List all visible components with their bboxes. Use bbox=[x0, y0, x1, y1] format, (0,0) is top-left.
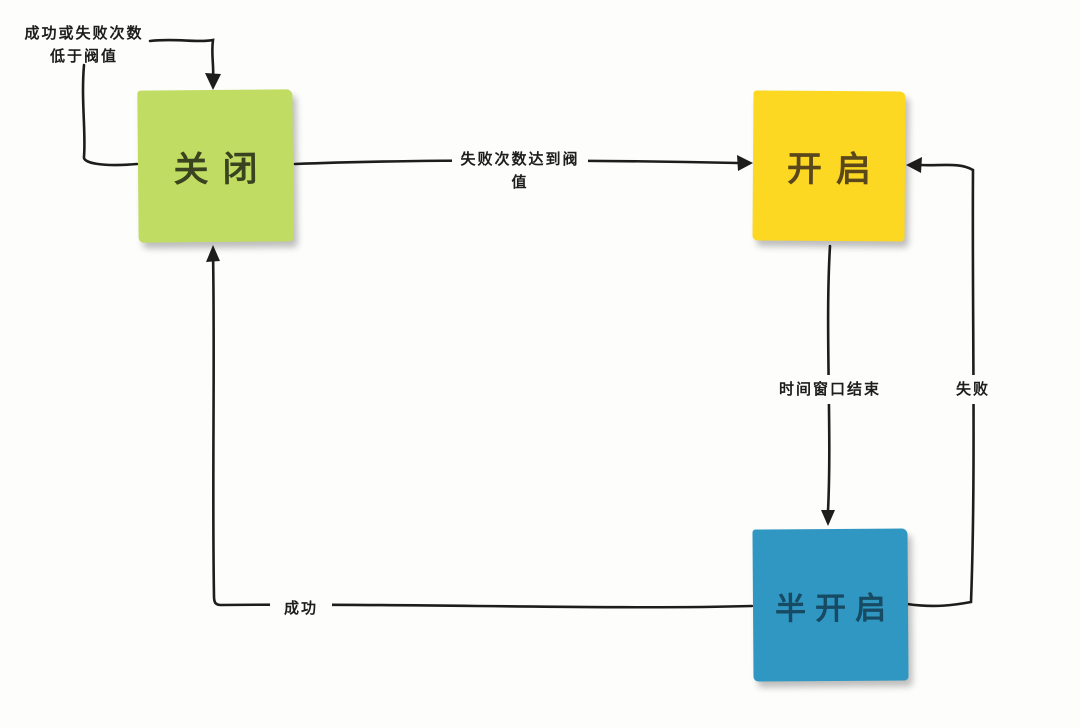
arrowhead-into-half-top bbox=[821, 510, 835, 526]
state-closed: 关闭 bbox=[137, 89, 294, 243]
label-open-to-half: 时间窗口结束 bbox=[772, 375, 888, 405]
arrowhead-into-open-left bbox=[737, 155, 753, 171]
label-closed-to-open-line2: 值 bbox=[511, 173, 529, 192]
label-half-to-open: 失败 bbox=[944, 375, 1002, 405]
edge-closed-self-in bbox=[148, 38, 215, 79]
state-open-label: 开启 bbox=[786, 149, 886, 190]
label-half-to-closed: 成功 bbox=[270, 594, 332, 624]
label-closed-self-loop: 成功或失败次数 低于阀值 bbox=[22, 22, 146, 69]
label-closed-to-open-line1: 失败次数达到阀 bbox=[460, 150, 580, 168]
label-closed-self-line2: 低于阀值 bbox=[49, 47, 118, 66]
state-open: 开启 bbox=[752, 90, 906, 242]
arrowhead-into-open-right bbox=[906, 157, 922, 173]
state-half-open-label: 半开启 bbox=[774, 590, 896, 627]
state-half-open: 半开启 bbox=[752, 528, 909, 682]
arrowhead-into-closed-top bbox=[205, 73, 221, 90]
label-closed-to-open: 失败次数达到阀 值 bbox=[452, 146, 588, 197]
label-closed-self-line1: 成功或失败次数 bbox=[24, 24, 144, 42]
arrowhead-into-closed-bottom bbox=[206, 245, 220, 262]
state-closed-label: 关闭 bbox=[173, 149, 272, 190]
edge-half-to-closed bbox=[211, 249, 754, 609]
edge-closed-self-out bbox=[81, 63, 139, 167]
